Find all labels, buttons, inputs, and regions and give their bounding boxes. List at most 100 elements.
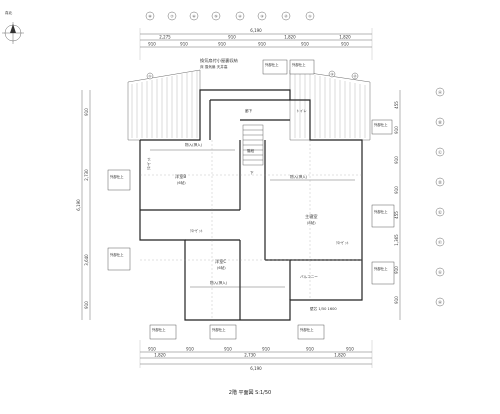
grid-marker: ③ [257, 11, 267, 21]
top-grid-markers: ⑧ ⑦ ⑥ ⑤ ④ ③ ② ① [145, 11, 315, 21]
svg-text:6,190: 6,190 [76, 199, 81, 211]
plan-grid-lines [140, 140, 362, 320]
svg-text:455: 455 [394, 101, 399, 109]
svg-text:Ⓐ: Ⓐ [438, 89, 442, 94]
left-dimensions: 6,190 910 2,730 3,640 910 [76, 90, 91, 320]
room-area-upper-left: (6帖) [177, 180, 186, 185]
svg-text:910: 910 [306, 347, 314, 352]
closet-label: 物入(押入) [210, 280, 228, 285]
room-area-lower-left: (6帖) [217, 265, 226, 270]
svg-text:Ⓔ: Ⓔ [438, 209, 442, 214]
svg-text:1,820: 1,820 [334, 353, 346, 358]
spec-tag: 外部仕上 [209, 324, 237, 340]
grid-marker: ⑤ [211, 11, 221, 21]
spec-tag: 外部仕上 [297, 324, 325, 340]
grid-marker: Ⓔ [435, 207, 445, 217]
grid-marker: Ⓕ [435, 237, 445, 247]
svg-text:2,730: 2,730 [84, 169, 89, 181]
svg-text:910: 910 [394, 266, 399, 274]
closet-label: 物入(押入) [185, 142, 203, 147]
grid-marker: ⑥ [189, 11, 199, 21]
balcony-label: バルコニー [300, 275, 318, 279]
svg-text:Ⓗ: Ⓗ [438, 299, 442, 304]
svg-text:910: 910 [394, 156, 399, 164]
grid-marker: Ⓖ [435, 267, 445, 277]
spec-tag: 外部仕上 [262, 59, 288, 75]
svg-text:外部仕上: 外部仕上 [152, 327, 166, 332]
svg-text:910: 910 [394, 186, 399, 194]
svg-text:3,640: 3,640 [84, 254, 89, 266]
room-area-right: (8帖) [307, 220, 316, 225]
svg-text:Ⓓ: Ⓓ [438, 179, 442, 184]
north-arrow: 真北 [2, 10, 24, 44]
closet-label: 物入(押入) [290, 174, 308, 179]
spec-tag: 外部仕上 [149, 324, 177, 340]
svg-text:②: ② [284, 14, 287, 18]
roof-hatch-area: ① ② ③ [127, 69, 371, 141]
hall-label: 廊下 [245, 108, 253, 113]
grid-marker: Ⓒ [435, 147, 445, 157]
top-total-dimension: 6,190 [250, 28, 262, 33]
svg-text:910: 910 [258, 42, 266, 47]
svg-text:⑤: ⑤ [214, 14, 218, 18]
svg-text:910: 910 [394, 296, 399, 304]
wic-label: ｸﾛｰｾﾞｯﾄ [146, 157, 151, 170]
svg-text:910: 910 [341, 42, 349, 47]
grid-marker: ② [281, 11, 291, 21]
svg-text:910: 910 [148, 347, 156, 352]
grid-marker: Ⓗ [435, 297, 445, 307]
svg-text:Ⓒ: Ⓒ [438, 149, 442, 154]
svg-text:1,820: 1,820 [284, 35, 296, 40]
roof-pitch-marker: ② [353, 74, 356, 78]
svg-text:910: 910 [301, 42, 309, 47]
svg-text:910: 910 [84, 301, 89, 309]
drawing-caption: 2階 平面図 S:1/50 [229, 389, 271, 396]
svg-text:⑦: ⑦ [170, 14, 173, 18]
spec-tag: 外部仕上 [371, 119, 393, 135]
svg-text:外部仕上: 外部仕上 [212, 327, 226, 332]
north-pointer-icon [10, 24, 16, 33]
svg-text:外部仕上: 外部仕上 [374, 122, 388, 127]
right-dimensions: 455 910 910 910 455 1,365 910 910 [394, 90, 401, 320]
roof-note-1: 換気扇付小屋裏収納 [200, 57, 238, 64]
grid-marker: ④ [235, 11, 245, 21]
svg-text:910: 910 [394, 126, 399, 134]
svg-text:910: 910 [228, 35, 236, 40]
bottom-note: 壁芯 1/50 1600 [310, 306, 337, 311]
svg-text:910: 910 [346, 347, 354, 352]
room-label-right: 主寝室 [305, 213, 318, 219]
stairs: 階段 下 [242, 124, 264, 175]
svg-text:③: ③ [260, 14, 263, 18]
right-grid-markers: Ⓐ Ⓑ Ⓒ Ⓓ Ⓔ Ⓕ Ⓖ Ⓗ [435, 87, 445, 307]
svg-text:910: 910 [180, 42, 188, 47]
spec-tag: 外部仕上 [107, 247, 131, 271]
svg-text:Ⓑ: Ⓑ [438, 119, 442, 124]
svg-text:455: 455 [394, 211, 399, 219]
svg-text:①: ① [308, 14, 311, 18]
wic-label: ｸﾛｰｾﾞｯﾄ [190, 228, 203, 233]
spec-tag: 外部仕上 [289, 59, 315, 75]
svg-text:外部仕上: 外部仕上 [110, 252, 124, 257]
spec-tags: 外部仕上 外部仕上 外部仕上 外部仕上 外部仕上 外部仕上 外部仕上 外部仕上 … [107, 59, 395, 340]
stairs-label: 階段 [247, 148, 255, 153]
toilet-label: トイレ [296, 109, 307, 113]
svg-text:Ⓕ: Ⓕ [438, 239, 442, 244]
bottom-total-dimension: 6,190 [250, 366, 262, 371]
room-label-upper-left: 洋室B [175, 173, 186, 180]
svg-text:外部仕上: 外部仕上 [110, 174, 124, 179]
svg-text:910: 910 [262, 347, 270, 352]
svg-text:外部仕上: 外部仕上 [265, 62, 279, 67]
svg-text:外部仕上: 外部仕上 [374, 209, 388, 214]
bottom-dimensions: 910 910 910 910 910 910 1,820 2,730 1,82… [139, 340, 373, 371]
svg-text:⑧: ⑧ [148, 14, 152, 18]
north-label: 真北 [5, 10, 13, 15]
svg-text:⑥: ⑥ [192, 14, 196, 18]
svg-text:2,730: 2,730 [244, 353, 256, 358]
wic-label: ｸﾛｰｾﾞｯﾄ [336, 240, 349, 245]
grid-marker: ⑦ [167, 11, 177, 21]
roof-pitch-marker: ③ [330, 72, 333, 76]
svg-text:外部仕上: 外部仕上 [292, 62, 306, 67]
grid-marker: ① [305, 11, 315, 21]
building-walls [139, 89, 363, 321]
grid-marker: Ⓓ [435, 177, 445, 187]
